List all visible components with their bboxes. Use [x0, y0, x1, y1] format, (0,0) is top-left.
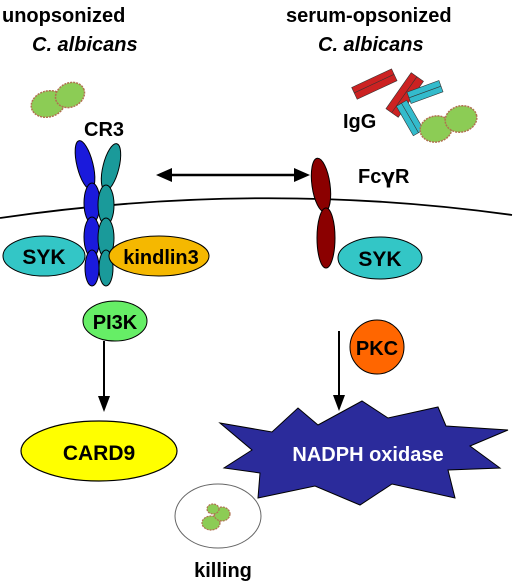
fcgr-label-greek: γ: [381, 164, 395, 188]
nadph-oxidase-label: NADPH oxidase: [292, 444, 443, 466]
title-left-line2: C. albicans: [32, 34, 138, 56]
title-left-line1: unopsonized: [2, 5, 125, 27]
syk-left-node: SYK: [2, 235, 86, 277]
fcgr-label: FcγR: [358, 164, 410, 188]
title-right-line2: C. albicans: [318, 34, 424, 56]
card9-node: CARD9: [20, 420, 178, 482]
pkc-node: PKC: [349, 319, 405, 375]
fcgr-label-prefix: Fc: [358, 166, 381, 188]
phagosome-killing-icon: [174, 483, 262, 549]
kindlin3-node: kindlin3: [108, 235, 210, 277]
crosstalk-double-arrow: [156, 168, 310, 182]
syk-right-label: SYK: [358, 248, 401, 271]
cr3-label: CR3: [84, 119, 124, 141]
kindlin3-label: kindlin3: [123, 247, 199, 269]
fungus-icon-right: [419, 105, 478, 143]
cell-membrane: [0, 197, 513, 219]
arrow-fcgr-to-nadph: [333, 331, 345, 411]
killing-label: killing: [194, 560, 252, 582]
pi3k-node: PI3K: [82, 300, 148, 342]
fcgr-receptor-icon: [310, 157, 336, 269]
card9-label: CARD9: [63, 442, 135, 465]
fcgr-label-suffix: R: [395, 166, 410, 188]
syk-left-label: SYK: [22, 246, 65, 269]
fungus-icon-left: [30, 81, 86, 119]
igg-label: IgG: [343, 111, 376, 133]
cr3-receptor-icon: [74, 140, 122, 287]
title-right-line1: serum-opsonized: [286, 5, 452, 27]
nadph-oxidase-node: NADPH oxidase: [218, 400, 509, 506]
pi3k-label: PI3K: [93, 312, 138, 334]
arrow-pi3k-to-card9: [98, 341, 110, 412]
igg-antibody-icon: [351, 68, 444, 137]
pkc-label: PKC: [356, 338, 398, 360]
syk-right-node: SYK: [337, 236, 423, 280]
